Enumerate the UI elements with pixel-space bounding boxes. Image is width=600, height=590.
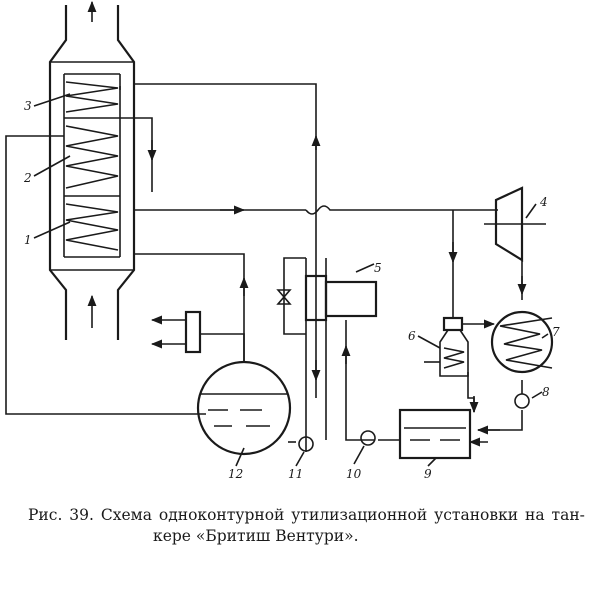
pump-10 <box>360 430 376 446</box>
label-8: 8 <box>542 385 550 399</box>
coil-1 <box>65 203 119 251</box>
label-12: 12 <box>228 467 243 481</box>
pump-11 <box>298 436 314 452</box>
separator <box>184 310 202 354</box>
pump-8 <box>514 393 530 409</box>
unit-5 <box>304 274 378 322</box>
caption-line-2: кере «Бритиш Вентури». <box>153 527 359 545</box>
label-7: 7 <box>552 325 560 339</box>
turbine <box>484 186 546 262</box>
label-4: 4 <box>539 195 548 209</box>
waste-heat-boiler <box>48 0 136 340</box>
coil-2 <box>65 125 119 189</box>
tank <box>398 408 472 460</box>
piping <box>5 83 527 452</box>
heat-recovery-scheme: 3 2 1 4 5 6 7 8 9 10 11 12 <box>5 0 560 481</box>
label-10: 10 <box>346 467 362 481</box>
label-9: 9 <box>424 467 432 481</box>
drum <box>196 360 292 456</box>
label-2: 2 <box>23 171 32 185</box>
label-5: 5 <box>374 261 382 275</box>
valve <box>276 289 292 305</box>
label-6: 6 <box>408 329 416 343</box>
label-3: 3 <box>24 99 32 113</box>
figure-caption: Рис. 39. Схема одноконтурной утилизацион… <box>28 505 588 547</box>
label-1: 1 <box>24 233 32 247</box>
condenser <box>490 310 554 374</box>
caption-line-1: Рис. 39. Схема одноконтурной утилизацион… <box>28 506 585 524</box>
label-11: 11 <box>288 467 303 481</box>
leader-lines <box>33 93 549 467</box>
heater <box>424 316 469 377</box>
coil-3 <box>65 81 119 113</box>
